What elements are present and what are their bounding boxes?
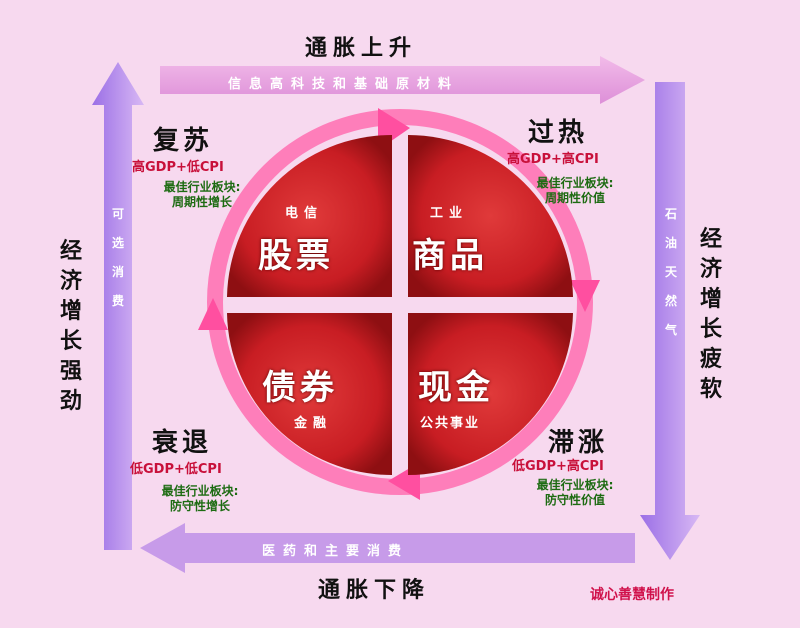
right-band-text: 石油天然气	[664, 207, 677, 337]
best-sector-overheat: 最佳行业板块: 周期性价值	[505, 176, 645, 206]
bottom-band-text: 医药和主要消费	[262, 544, 410, 559]
best-sector-recession: 最佳行业板块: 防守性增长	[135, 484, 265, 514]
bottom-title: 通胀下降	[318, 577, 431, 603]
bottom-band-arrow	[140, 523, 635, 573]
sector-industrial: 工业	[430, 206, 469, 221]
best-label-recovery: 最佳行业板块:	[163, 180, 241, 194]
quadrant-top-left	[227, 135, 392, 297]
credit-text: 诚心善慧制作	[590, 587, 674, 603]
left-label: 经济增长强劲	[59, 238, 82, 414]
right-label: 经济增长疲软	[699, 226, 722, 402]
asset-bonds: 债券	[262, 368, 338, 408]
quadrant-bottom-right	[408, 313, 573, 475]
asset-stocks: 股票	[258, 236, 334, 276]
condition-stagflation: 低GDP+高CPI	[512, 459, 604, 474]
best-label-recession: 最佳行业板块:	[161, 484, 239, 498]
phase-recovery: 复苏	[153, 126, 214, 156]
left-band-text: 可选消费	[111, 207, 124, 308]
asset-commodities: 商品	[412, 236, 488, 276]
best-label-stagflation: 最佳行业板块:	[536, 478, 614, 492]
phase-overheat: 过热	[528, 118, 589, 148]
quadrant-top-right	[408, 135, 573, 297]
best-sector-recovery: 最佳行业板块: 周期性增长	[137, 180, 267, 210]
best-sector-stagflation: 最佳行业板块: 防守性价值	[505, 478, 645, 508]
asset-cash: 现金	[418, 368, 494, 408]
phase-stagflation: 滞涨	[548, 428, 609, 458]
best-label-overheat: 最佳行业板块:	[536, 176, 614, 190]
sector-finance: 金融	[294, 416, 333, 431]
best-value-stagflation: 防守性价值	[544, 493, 605, 507]
quadrant-bottom-left	[227, 313, 392, 475]
best-value-recession: 防守性增长	[169, 499, 230, 513]
clock-ring	[207, 109, 593, 495]
phase-recession: 衰退	[152, 428, 213, 458]
condition-recession: 低GDP+低CPI	[130, 462, 222, 477]
left-vertical-arrow	[92, 62, 144, 550]
ring-arrowhead-left	[198, 298, 228, 330]
right-vertical-arrow	[640, 82, 700, 560]
sector-utilities: 公共事业	[420, 416, 481, 431]
condition-recovery: 高GDP+低CPI	[132, 160, 224, 175]
ring-arrowhead-right	[570, 280, 600, 312]
condition-overheat: 高GDP+高CPI	[507, 152, 599, 167]
top-band-text: 信息高科技和基础原材料	[228, 77, 460, 92]
top-title: 通胀上升	[305, 35, 418, 61]
sector-telecom: 电信	[285, 206, 324, 221]
best-value-recovery: 周期性增长	[171, 195, 232, 209]
best-value-overheat: 周期性价值	[544, 191, 605, 205]
top-band-arrow	[160, 56, 645, 104]
